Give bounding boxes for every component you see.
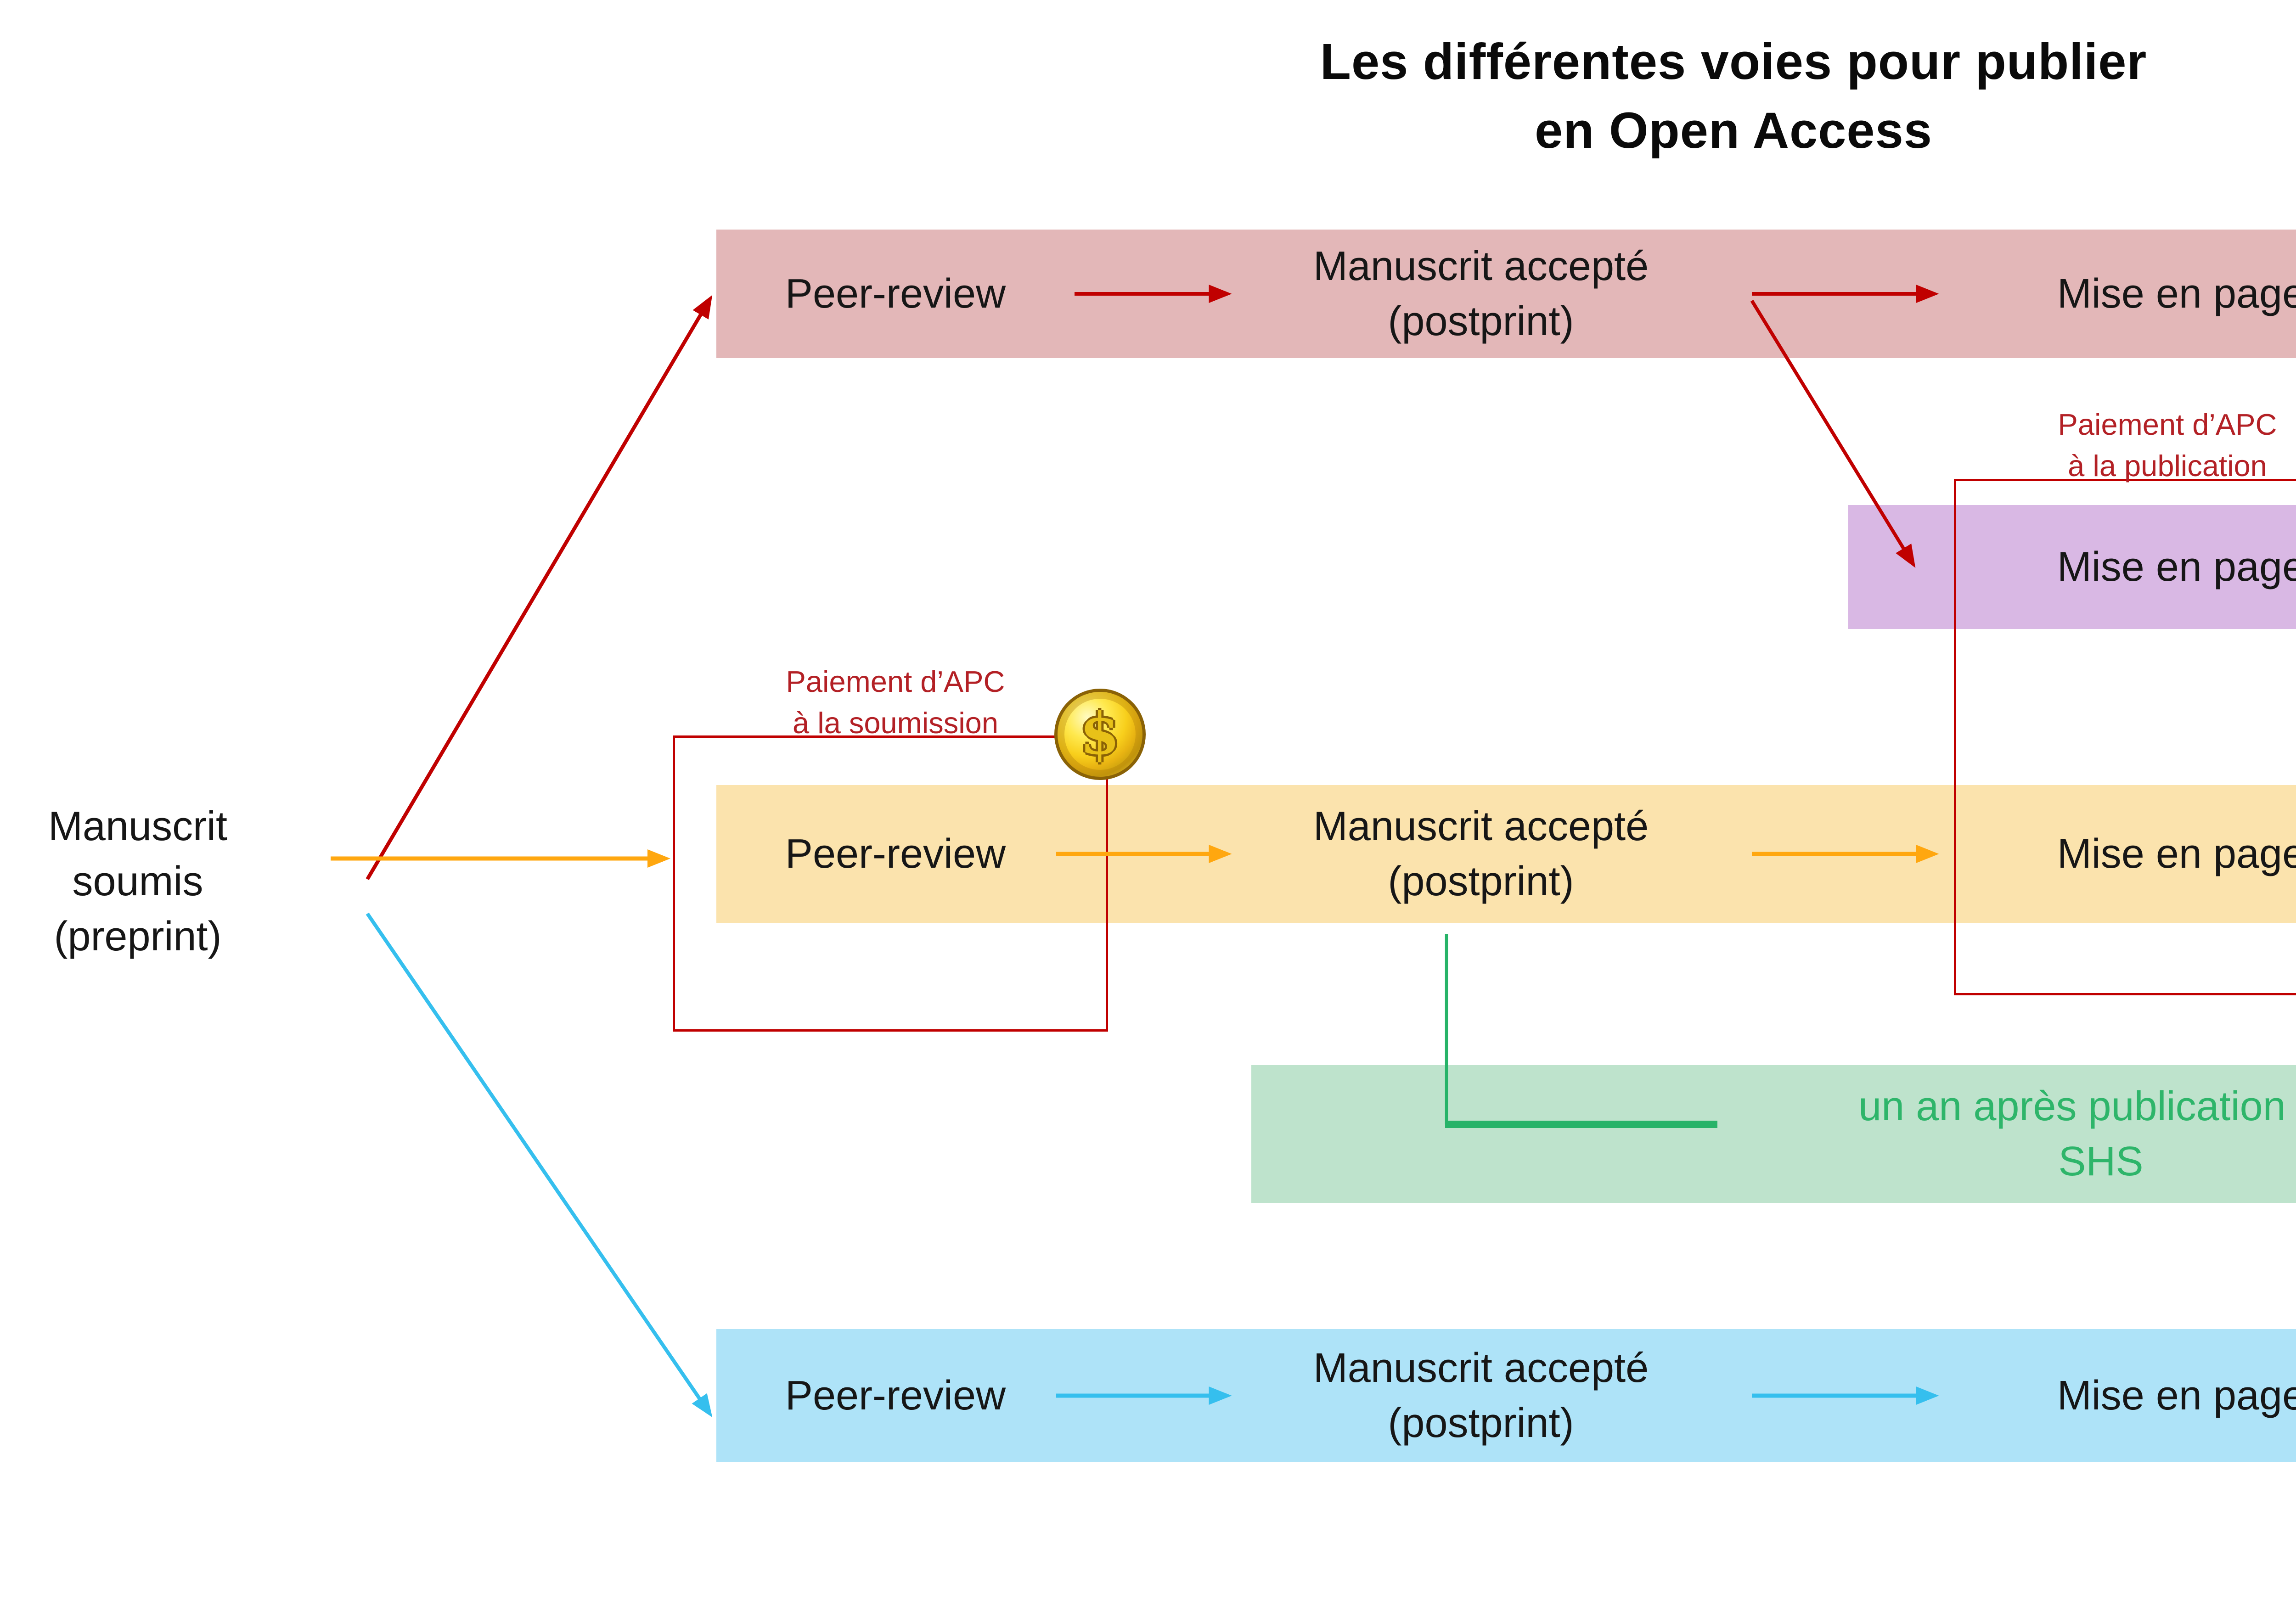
annotation-apc-soumission: Paiement d’APC à la soumission	[786, 665, 1005, 740]
step-paywalled-layout: Mise en page	[2057, 271, 2296, 317]
manuscrit-soumis-label: Manuscrit soumis (preprint)	[48, 803, 228, 960]
annotation-apc-publication: Paiement d’APC à la publication	[2058, 408, 2277, 483]
band-voie-doree	[716, 785, 2296, 923]
apc-soumission-box	[673, 735, 1108, 1032]
band-voie-hybride	[1848, 505, 2296, 629]
apc-publication-box	[1954, 479, 2296, 995]
step-diamond-peer-review: Peer-review	[785, 1373, 1006, 1419]
arrow-source-to-paywalled	[366, 295, 713, 881]
step-gold-peer-review: Peer-review	[785, 831, 1006, 877]
page-title: Les différentes voies pour publier en Op…	[1320, 34, 2147, 159]
step-hybrid-layout: Mise en page	[2057, 544, 2296, 590]
step-green-embargo: un an après publication en SHS	[1858, 1083, 2286, 1184]
step-diamond-layout: Mise en page	[2057, 1373, 2296, 1419]
step-diamond-accepted: Manuscrit accepté (postprint)	[1313, 1345, 1649, 1446]
step-gold-accepted: Manuscrit accepté (postprint)	[1313, 803, 1649, 904]
dollar-coin-icon: $	[1054, 688, 1146, 780]
band-voie-verte	[1251, 1065, 2296, 1203]
arrow-source-to-diamond	[366, 912, 713, 1418]
step-paywalled-peer-review: Peer-review	[785, 271, 1006, 317]
dollar-glyph: $	[1080, 700, 1120, 768]
band-acces-payant	[716, 230, 2296, 358]
band-voie-diamant	[716, 1329, 2296, 1462]
step-paywalled-accepted: Manuscrit accepté (postprint)	[1313, 243, 1649, 344]
step-gold-layout: Mise en page	[2057, 831, 2296, 877]
